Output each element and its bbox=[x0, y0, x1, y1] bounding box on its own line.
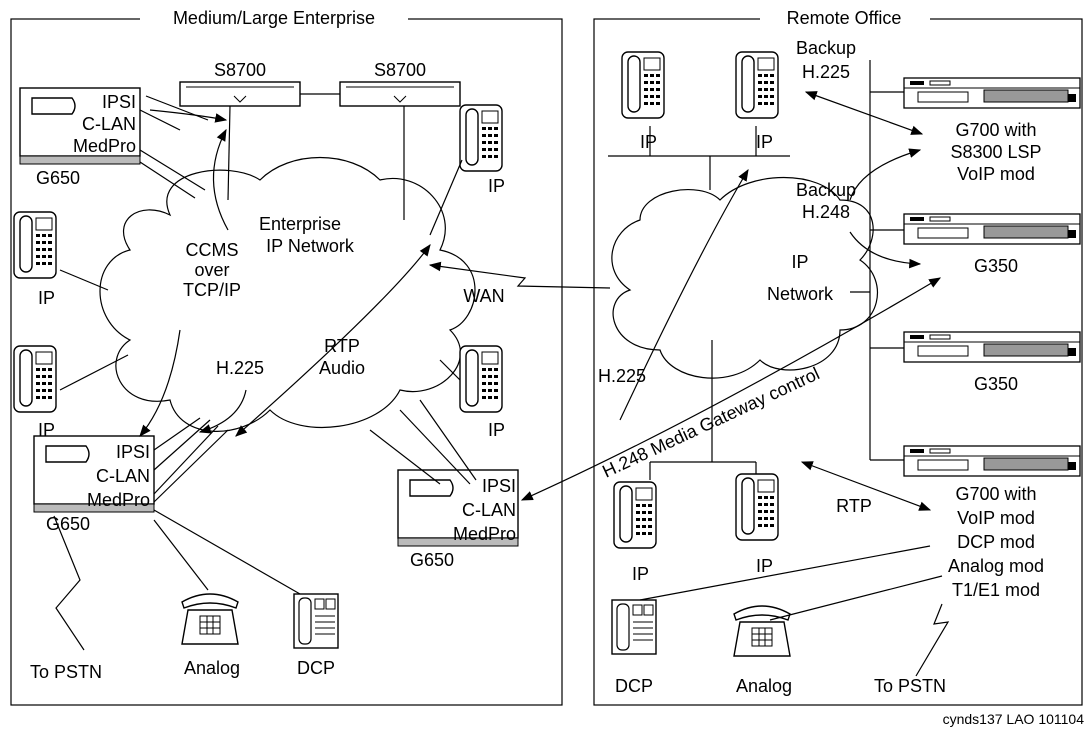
ip-label: IP bbox=[38, 420, 55, 440]
server-2-label: S8700 bbox=[374, 60, 426, 80]
cloud-label-2: IP Network bbox=[266, 236, 355, 256]
analog-phone-ent bbox=[181, 593, 239, 645]
g650-mid-ipsi: IPSI bbox=[482, 476, 516, 496]
g700-lsp-gateway bbox=[903, 77, 1081, 109]
g650-top-label: G650 bbox=[36, 168, 80, 188]
ip-label: IP bbox=[38, 288, 55, 308]
ccms-label-2: over bbox=[194, 260, 229, 280]
pstn-rem-label: To PSTN bbox=[874, 676, 946, 696]
rtp-label-2: Audio bbox=[319, 358, 365, 378]
backup248-label-1: Backup bbox=[796, 180, 856, 200]
ip-label: IP bbox=[756, 556, 773, 576]
ip-label: IP bbox=[640, 132, 657, 152]
ip-phone-rem-4 bbox=[735, 473, 779, 541]
g350-gateway-1 bbox=[903, 213, 1081, 245]
g650-top-clan: C-LAN bbox=[82, 114, 136, 134]
backup225-label-2: H.225 bbox=[802, 62, 850, 82]
ip-phone-rem-1 bbox=[621, 51, 665, 119]
server-1-label: S8700 bbox=[214, 60, 266, 80]
g650-mid-label: G650 bbox=[410, 550, 454, 570]
dcp-ent-label: DCP bbox=[297, 658, 335, 678]
ip-label: IP bbox=[488, 176, 505, 196]
g700a-label-2: S8300 LSP bbox=[950, 142, 1041, 162]
figure-credit: cynds137 LAO 101104 bbox=[943, 711, 1085, 727]
g650-left-clan: C-LAN bbox=[96, 466, 150, 486]
g650-left-label: G650 bbox=[46, 514, 90, 534]
ip-label: IP bbox=[632, 564, 649, 584]
g700a-label-3: VoIP mod bbox=[957, 164, 1035, 184]
dcp-phone-ent bbox=[293, 593, 339, 649]
remote-cloud-label-1: IP bbox=[791, 252, 808, 272]
analog-phone-rem bbox=[733, 605, 791, 657]
h225-ent-label: H.225 bbox=[216, 358, 264, 378]
ip-label: IP bbox=[488, 420, 505, 440]
g350-gateway-2 bbox=[903, 331, 1081, 363]
cloud-label-1: Enterprise bbox=[259, 214, 341, 234]
g700b-label-1: G700 with bbox=[955, 484, 1036, 504]
analog-rem-label: Analog bbox=[736, 676, 792, 696]
ip-phone-ent-left-2 bbox=[13, 345, 57, 413]
rtp-rem-label: RTP bbox=[836, 496, 872, 516]
ip-phone-ent-left-1 bbox=[13, 211, 57, 279]
ip-label: IP bbox=[756, 132, 773, 152]
server-2 bbox=[339, 81, 461, 107]
ip-phone-rem-2 bbox=[735, 51, 779, 119]
g650-top-medpro: MedPro bbox=[73, 136, 136, 156]
g650-left-medpro: MedPro bbox=[87, 490, 150, 510]
backup225-label-1: Backup bbox=[796, 38, 856, 58]
g350b-label: G350 bbox=[974, 374, 1018, 394]
dcp-rem-label: DCP bbox=[615, 676, 653, 696]
wan-label: WAN bbox=[463, 286, 504, 306]
remote-cloud-label-2: Network bbox=[767, 284, 834, 304]
g700b-label-2: VoIP mod bbox=[957, 508, 1035, 528]
dcp-phone-rem bbox=[611, 599, 657, 655]
g650-left-ipsi: IPSI bbox=[116, 442, 150, 462]
g700b-label-4: Analog mod bbox=[948, 556, 1044, 576]
enterprise-title: Medium/Large Enterprise bbox=[173, 8, 375, 28]
g650-mid-clan: C-LAN bbox=[462, 500, 516, 520]
g700b-label-5: T1/E1 mod bbox=[952, 580, 1040, 600]
g350a-label: G350 bbox=[974, 256, 1018, 276]
ip-phone-ent-right-2 bbox=[459, 345, 503, 413]
ccms-label-3: TCP/IP bbox=[183, 280, 241, 300]
g650-mid-medpro: MedPro bbox=[453, 524, 516, 544]
ccms-label-1: CCMS bbox=[186, 240, 239, 260]
g650-top-ipsi: IPSI bbox=[102, 92, 136, 112]
g700b-label-3: DCP mod bbox=[957, 532, 1035, 552]
remote-title: Remote Office bbox=[787, 8, 902, 28]
backup248-label-2: H.248 bbox=[802, 202, 850, 222]
h225-rem-label: H.225 bbox=[598, 366, 646, 386]
analog-ent-label: Analog bbox=[184, 658, 240, 678]
server-1 bbox=[179, 81, 301, 107]
pstn-ent-label: To PSTN bbox=[30, 662, 102, 682]
g700-gateway bbox=[903, 445, 1081, 477]
g700a-label-1: G700 with bbox=[955, 120, 1036, 140]
ip-phone-rem-3 bbox=[613, 481, 657, 549]
ip-phone-ent-right-top bbox=[459, 104, 503, 172]
